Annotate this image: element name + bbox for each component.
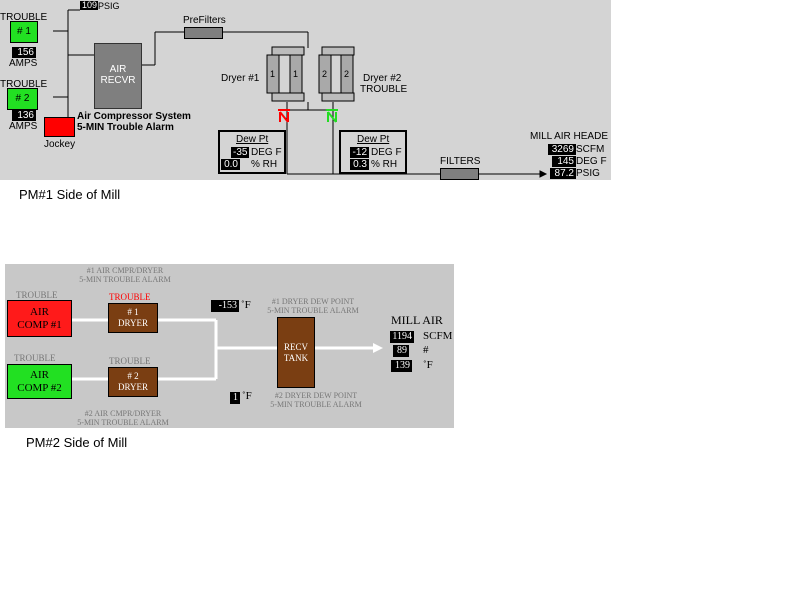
recv-tank-line1: RECV (283, 342, 308, 352)
mill-air-temp-value: 139 (391, 360, 412, 372)
pm2-dewpt1-note-line1: #1 DRYER DEW POINT (271, 297, 355, 306)
air-receiver-label-line1: AIR (109, 64, 127, 75)
pm2-dewpt2-note-line2: 5-MIN TROUBLE ALARM (270, 400, 362, 409)
note-top-line2: 5-MIN TROUBLE ALARM (79, 275, 171, 284)
comp2-trouble-label: TROUBLE (14, 353, 56, 363)
dewpt2-rh-value: 0.3 (350, 159, 369, 170)
header-scfm-unit: SCFM (576, 144, 605, 155)
pm2-dewpt2-note-line1: #2 DRYER DEW POINT (274, 391, 358, 400)
dewpt1-rh-value: 0.0 (221, 159, 240, 170)
mill-air-temp-unit: ˚F (423, 359, 433, 371)
top-psig-unit: PSIG (98, 1, 120, 11)
filter-element[interactable] (440, 168, 479, 180)
pm1-piping (53, 9, 548, 178)
dewpt1-rh-unit: % RH (251, 159, 278, 170)
dryer1-tower-b-label: 1 (293, 69, 299, 79)
header-psig-value: 87.2 (550, 168, 576, 179)
air-comp1-button[interactable]: AIR COMP #1 (7, 300, 72, 337)
dryer1-tower-a-label: 1 (270, 69, 276, 79)
header-degf-unit: DEG F (576, 156, 607, 167)
dewpt2-box: Dew Pt -12 DEG F 0.3 % RH (339, 130, 407, 174)
dryer1-line2: DRYER (117, 318, 148, 328)
dryer1-trouble-label: TROUBLE (109, 292, 151, 302)
pm2-dewpt1-value: -153 (211, 300, 239, 312)
pm2-panel: #1 AIR CMPR/DRYER 5-MIN TROUBLE ALARM #2… (5, 264, 454, 428)
prefilter-element[interactable] (184, 27, 223, 39)
pm2-dewpt2-value: 1 (230, 392, 240, 404)
dryer2-line2: DRYER (117, 382, 148, 392)
recv-tank[interactable]: RECV TANK (277, 317, 315, 388)
pm1-caption: PM#1 Side of Mill (19, 187, 121, 202)
compressor2-button[interactable]: # 2 (7, 88, 38, 110)
air-comp1-line2: COMP #1 (17, 319, 62, 331)
compressor2-amps-unit: AMPS (9, 121, 38, 132)
pm2-dewpt1-note: #1 DRYER DEW POINT 5-MIN TROUBLE ALARM (253, 297, 373, 315)
compressor1-trouble-label: TROUBLE (0, 12, 48, 23)
compressor2-trouble-label: TROUBLE (0, 79, 48, 90)
mill-air-scfm-value: 1194 (390, 331, 414, 343)
dryer2-tower-b-label: 2 (344, 69, 350, 79)
valve-icon-red (278, 109, 290, 123)
compressor2-amps-value: 136 (12, 110, 36, 121)
note-bottom-line2: 5-MIN TROUBLE ALARM (77, 418, 169, 427)
air-comp2-button[interactable]: AIR COMP #2 (7, 364, 72, 399)
dewpt1-title: Dew Pt (236, 134, 269, 145)
air-receiver-label-line2: RECVR (100, 75, 136, 86)
top-psig-value: 109 (80, 0, 98, 10)
alarm-label-line1: Air Compressor System (77, 111, 191, 122)
dryer2-status: TROUBLE (360, 84, 408, 95)
dewpt1-temp-value: -35 (231, 147, 249, 158)
recv-tank-line2: TANK (283, 353, 309, 363)
dryer1-button[interactable]: # 1 DRYER (108, 303, 158, 333)
header-scfm-value: 3269 (548, 144, 576, 155)
dryer2-label: Dryer #2 (363, 73, 402, 84)
jockey-compressor-button[interactable] (44, 117, 75, 137)
pm2-dewpt1-unit: ˚F (241, 299, 251, 311)
mill-air-pressure-value: 89 (393, 345, 409, 357)
compressor1-button[interactable]: # 1 (10, 21, 38, 43)
note-bottom: #2 AIR CMPR/DRYER 5-MIN TROUBLE ALARM (63, 409, 183, 427)
dewpt1-box: Dew Pt -35 DEG F 0.0 % RH (218, 130, 286, 174)
air-comp2-line1: AIR (30, 369, 49, 381)
mill-air-label: MILL AIR (391, 313, 443, 327)
dryer1-label: Dryer #1 (221, 73, 260, 84)
note-bottom-line1: #2 AIR CMPR/DRYER (84, 409, 162, 418)
pm1-panel: TROUBLE # 1 156 AMPS TROUBLE # 2 136 AMP… (0, 0, 611, 180)
header-psig-unit: PSIG (576, 168, 600, 179)
alarm-label-line2: 5-MIN Trouble Alarm (77, 122, 174, 133)
jockey-label: Jockey (44, 139, 76, 150)
dewpt2-temp-unit: DEG F (371, 147, 402, 158)
valve-icon-green (326, 109, 338, 123)
compressor1-amps-unit: AMPS (9, 58, 38, 69)
dewpt1-temp-unit: DEG F (251, 147, 282, 158)
dryer2-trouble-label: TROUBLE (109, 356, 151, 366)
mill-air-scfm-unit: SCFM (423, 330, 453, 342)
header-degf-value: 145 (552, 156, 576, 167)
dewpt2-temp-value: -12 (350, 147, 369, 158)
compressor1-amps-value: 156 (12, 47, 36, 58)
dryer2-tower-a-label: 2 (322, 69, 328, 79)
pm2-dewpt1-note-line2: 5-MIN TROUBLE ALARM (267, 306, 359, 315)
pm2-caption: PM#2 Side of Mill (26, 435, 128, 450)
dryer2-button[interactable]: # 2 DRYER (108, 367, 158, 397)
air-receiver-tank[interactable]: AIR RECVR (94, 43, 142, 109)
air-comp2-line2: COMP #2 (17, 382, 62, 394)
pm2-dewpt2-note: #2 DRYER DEW POINT 5-MIN TROUBLE ALARM (256, 391, 376, 409)
filters-label: FILTERS (440, 156, 481, 167)
dryer1-line1: # 1 (127, 307, 139, 317)
dewpt2-title: Dew Pt (357, 134, 390, 145)
note-top-line1: #1 AIR CMPR/DRYER (86, 266, 164, 275)
note-top: #1 AIR CMPR/DRYER 5-MIN TROUBLE ALARM (65, 266, 185, 284)
pm2-piping (72, 318, 383, 381)
mill-air-header-label: MILL AIR HEADE (530, 131, 608, 142)
dryer2-line1: # 2 (127, 371, 139, 381)
mill-air-pressure-unit: # (423, 344, 429, 356)
comp1-trouble-label: TROUBLE (16, 290, 58, 300)
air-comp1-line1: AIR (30, 306, 49, 318)
pm2-dewpt2-unit: ˚F (242, 390, 252, 402)
prefilters-label: PreFilters (183, 15, 226, 26)
dewpt2-rh-unit: % RH (371, 159, 398, 170)
